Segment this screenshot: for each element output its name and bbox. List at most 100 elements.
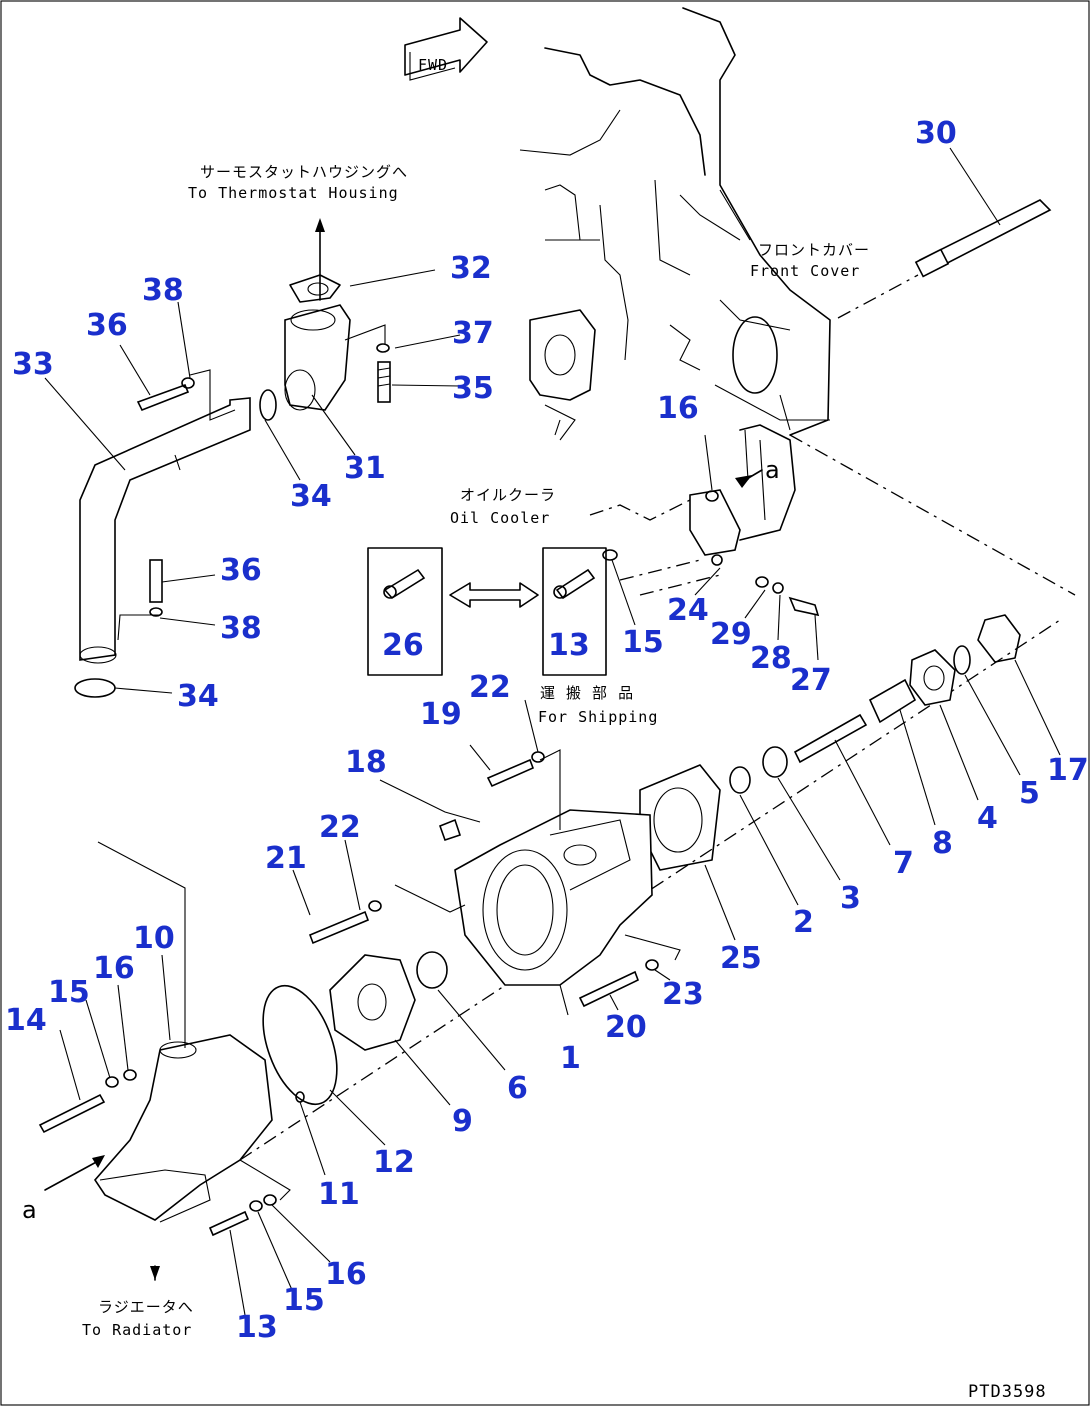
callout-32: 32	[450, 251, 492, 286]
water-pump-group	[38, 614, 1021, 1281]
callout-28: 28	[750, 641, 792, 676]
bolt-27	[788, 596, 820, 617]
gasket-25	[639, 764, 721, 871]
bolt-14	[38, 1093, 106, 1134]
callout-36-lower: 36	[220, 553, 262, 588]
bolt-21	[308, 910, 370, 945]
callout-19: 19	[420, 697, 462, 732]
front-cover-jp: フロントカバー	[758, 241, 870, 259]
washer-28	[772, 582, 784, 594]
elbow-10	[93, 1034, 273, 1221]
box-26	[367, 547, 443, 676]
shaft-30	[837, 199, 1052, 319]
box-13	[542, 547, 607, 676]
callout-26: 26	[382, 628, 424, 663]
callout-34-upper: 34	[290, 479, 332, 514]
callout-38-lower: 38	[220, 611, 262, 646]
callout-29: 29	[710, 617, 752, 652]
bearing-4	[909, 649, 956, 706]
callout-3: 3	[840, 881, 861, 916]
callout-33: 33	[12, 347, 54, 382]
ring-5	[953, 645, 971, 675]
front-cover-boss	[732, 316, 778, 394]
callout-11: 11	[318, 1177, 360, 1212]
callout-5: 5	[1019, 776, 1040, 811]
washer-16-upper	[705, 490, 719, 502]
callout-16-left: 16	[93, 951, 135, 986]
shipping-parts-group	[367, 547, 607, 676]
callout-2: 2	[793, 905, 814, 940]
seal-6	[416, 951, 448, 989]
thermostat-pipe-group	[74, 218, 391, 698]
washer-22-upper	[531, 751, 545, 763]
callout-17: 17	[1047, 753, 1089, 788]
to-radiator-jp: ラジエータへ	[98, 1298, 194, 1316]
o-ring-34-upper	[259, 389, 277, 421]
shaft-centerline-upper	[789, 434, 1076, 596]
to-radiator-en: To Radiator	[82, 1321, 192, 1339]
callout-31: 31	[344, 451, 386, 486]
callout-numbers: 1 2 3 4 5 6 7 8 9 10 11 12 13 13 14 15 1…	[5, 116, 1089, 1345]
to-thermostat-jp: サーモスタットハウジングへ	[200, 163, 408, 181]
oil-cooler-body	[529, 309, 596, 401]
callout-12: 12	[373, 1145, 415, 1180]
oil-cooler-connections	[589, 469, 820, 617]
washer-24	[711, 554, 723, 566]
callout-16-upper: 16	[657, 391, 699, 426]
bolt-35	[377, 361, 391, 403]
engine-block-outline	[519, 7, 831, 541]
washer-15-lower	[249, 1200, 263, 1212]
callout-9: 9	[452, 1104, 473, 1139]
to-thermostat-en: To Thermostat Housing	[188, 184, 399, 202]
callout-10: 10	[133, 921, 175, 956]
callout-15-lower: 15	[283, 1283, 325, 1318]
exchange-arrow	[449, 582, 539, 608]
washer-22-lower	[368, 900, 382, 912]
shaft-centerline-main	[239, 619, 1061, 1161]
callout-20: 20	[605, 1010, 647, 1045]
callout-34-lower: 34	[177, 679, 219, 714]
snap-ring-17	[977, 614, 1021, 663]
callout-18: 18	[345, 745, 387, 780]
o-ring-12	[262, 984, 338, 1106]
callout-37: 37	[452, 316, 494, 351]
washer-16-left	[123, 1069, 137, 1081]
callout-27: 27	[790, 663, 832, 698]
bolt-36-lower	[149, 559, 163, 603]
bolt-36-upper	[136, 383, 190, 412]
callout-38-upper: 38	[142, 273, 184, 308]
callout-22-lower: 22	[319, 810, 361, 845]
pipe-33	[79, 397, 251, 661]
oil-cooler-jp: オイルクーラ	[460, 486, 556, 504]
callout-8: 8	[932, 826, 953, 861]
washer-15-left	[105, 1076, 119, 1088]
shaft-7	[793, 713, 868, 764]
callout-23: 23	[662, 977, 704, 1012]
callout-13-shipping: 13	[548, 628, 590, 663]
callout-4: 4	[977, 801, 998, 836]
for-shipping-jp: 運 搬 部 品	[540, 684, 634, 702]
washer-38-lower	[149, 607, 163, 617]
bolt-13	[208, 1210, 250, 1237]
callout-22-upper: 22	[469, 670, 511, 705]
oil-cooler-en: Oil Cooler	[450, 509, 550, 527]
impeller-9	[329, 954, 416, 1051]
plug-18	[438, 818, 462, 842]
washer-15-mid	[602, 549, 618, 561]
bolt-19	[486, 758, 535, 788]
fwd-text: FWD	[418, 56, 448, 74]
pump-body-1	[454, 809, 653, 986]
drawing-number: PTD3598	[968, 1382, 1047, 1402]
callout-24: 24	[667, 593, 709, 628]
callout-6: 6	[507, 1071, 528, 1106]
bolt-20	[578, 970, 640, 1008]
callout-16-lower: 16	[325, 1257, 367, 1292]
spacer-8	[868, 678, 917, 724]
o-ring-34-lower	[74, 678, 116, 698]
elbow-31	[284, 304, 351, 411]
seal-3	[762, 746, 788, 778]
seal-2	[729, 766, 751, 794]
washer-16-lower	[263, 1194, 277, 1206]
